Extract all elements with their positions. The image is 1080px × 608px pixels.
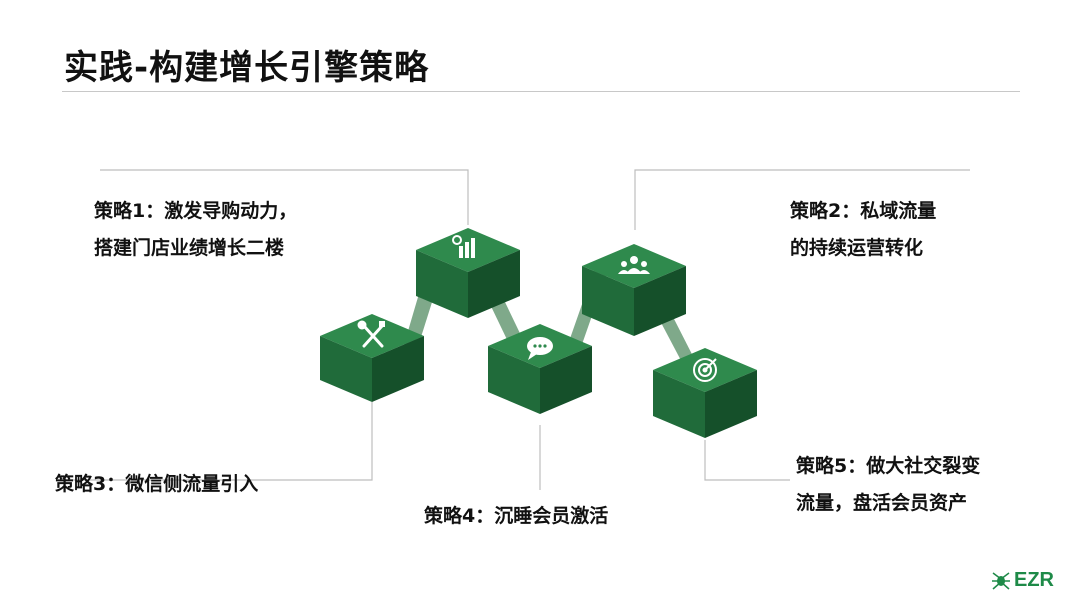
strategy-5-line-1: 策略5：做大社交裂变 <box>796 455 981 477</box>
strategy-1-line-1: 策略1：激发导购动力， <box>94 200 298 222</box>
group-icon <box>618 256 650 274</box>
strategy-1-label: 策略1：激发导购动力， 搭建门店业绩增长二楼 <box>94 193 297 267</box>
strategy-4-label: 策略4：沉睡会员激活 <box>424 498 608 535</box>
tools-icon <box>357 320 385 348</box>
strategy-5-line-2: 流量，盘活会员资产 <box>796 492 968 514</box>
block-strategy-2 <box>582 244 686 336</box>
block-strategy-4 <box>488 324 592 414</box>
strategy-5-label: 策略5：做大社交裂变 流量，盘活会员资产 <box>796 448 980 522</box>
strategy-2-line-1: 策略2：私域流量 <box>790 200 937 222</box>
block-strategy-5 <box>653 348 757 438</box>
leader-line-1 <box>100 169 469 225</box>
leader-line-3 <box>60 402 373 481</box>
strategy-4-line-1: 策略4：沉睡会员激活 <box>424 505 609 527</box>
target-icon <box>693 358 717 382</box>
block-strategy-3 <box>320 314 424 402</box>
strategy-3-label: 策略3：微信侧流量引入 <box>55 466 258 503</box>
strategy-3-line-1: 策略3：微信侧流量引入 <box>55 473 259 495</box>
logo-text: EZR <box>1014 568 1054 591</box>
leader-line-5 <box>704 440 790 481</box>
ezr-logo: EZR <box>990 568 1054 592</box>
slide-title: 实践-构建增长引擎策略 <box>64 48 430 88</box>
chat-bubble-icon <box>527 337 553 360</box>
spider-icon <box>992 572 1010 590</box>
strategy-1-line-2: 搭建门店业绩增长二楼 <box>94 237 285 259</box>
leader-line-2 <box>634 169 970 230</box>
leader-lines <box>60 169 970 490</box>
block-strategy-1 <box>416 228 520 318</box>
strategy-2-label: 策略2：私域流量 的持续运营转化 <box>790 193 936 267</box>
strategy-2-line-2: 的持续运营转化 <box>790 237 924 259</box>
title-divider <box>62 91 1020 92</box>
chart-gear-icon <box>452 235 475 258</box>
